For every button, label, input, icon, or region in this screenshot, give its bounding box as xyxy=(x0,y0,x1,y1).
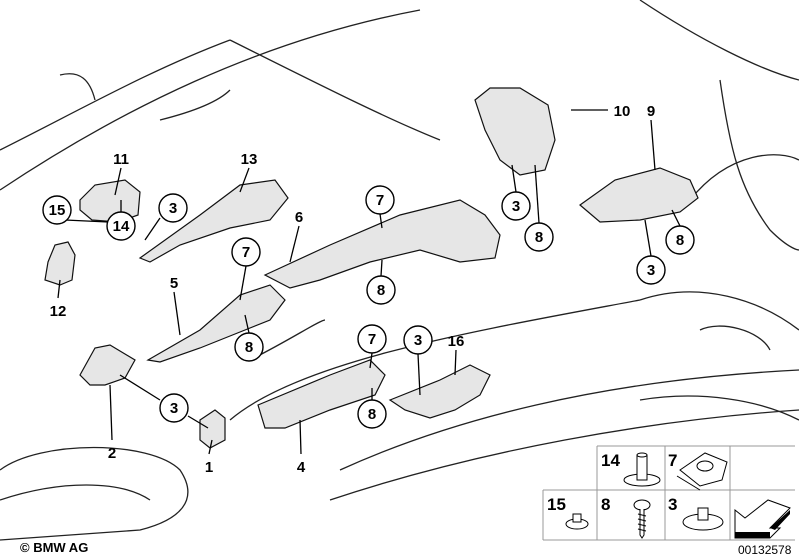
callout-7[interactable]: 7 xyxy=(365,185,395,215)
leader-lines xyxy=(57,109,681,455)
part-11[interactable] xyxy=(79,179,141,223)
label-16: 16 xyxy=(448,333,465,350)
part-5[interactable] xyxy=(146,284,286,363)
part-13[interactable] xyxy=(138,179,289,263)
callout-3[interactable]: 3 xyxy=(501,191,531,221)
svg-text:7: 7 xyxy=(376,192,384,209)
label-5: 5 xyxy=(170,275,178,292)
label-13: 13 xyxy=(241,151,258,168)
callout-14[interactable]: 14 xyxy=(106,211,136,241)
push-clip-icon xyxy=(682,507,724,531)
diagram-number: 00132578 xyxy=(738,543,792,557)
svg-text:8: 8 xyxy=(377,282,385,299)
svg-text:3: 3 xyxy=(170,400,178,417)
svg-text:8: 8 xyxy=(676,232,684,249)
svg-text:8: 8 xyxy=(245,339,253,356)
svg-text:8: 8 xyxy=(535,229,543,246)
part-2[interactable] xyxy=(79,344,136,386)
pin-icon xyxy=(623,452,661,487)
copyright-label: © BMW AG xyxy=(20,540,89,555)
direction-arrow-icon xyxy=(734,499,791,539)
label-11: 11 xyxy=(113,151,129,168)
part-4[interactable] xyxy=(257,359,386,429)
callout-3[interactable]: 3 xyxy=(636,255,666,285)
callout-3[interactable]: 3 xyxy=(159,393,189,423)
callout-7[interactable]: 7 xyxy=(231,237,261,267)
part-16[interactable] xyxy=(388,364,491,419)
callout-8[interactable]: 8 xyxy=(366,275,396,305)
car-outline xyxy=(0,0,799,541)
legend-label-7: 7 xyxy=(668,451,677,470)
svg-text:7: 7 xyxy=(368,331,376,348)
callout-8[interactable]: 8 xyxy=(234,332,264,362)
callout-3[interactable]: 3 xyxy=(158,193,188,223)
svg-text:3: 3 xyxy=(169,200,177,217)
part-labels: 11 13 10 9 6 5 12 2 1 4 16 xyxy=(50,103,656,476)
svg-text:15: 15 xyxy=(49,202,66,219)
part-1[interactable] xyxy=(199,409,226,449)
part-10[interactable] xyxy=(474,87,556,176)
svg-text:3: 3 xyxy=(512,198,520,215)
callout-7[interactable]: 7 xyxy=(357,324,387,354)
svg-text:8: 8 xyxy=(368,406,376,423)
legend-label-14: 14 xyxy=(601,451,620,470)
callouts: 15 14 3 7 8 7 8 3 8 8 3 3 7 8 3 xyxy=(42,185,695,429)
part-9[interactable] xyxy=(579,167,699,223)
legend-label-3: 3 xyxy=(668,495,677,514)
svg-text:3: 3 xyxy=(414,332,422,349)
fastener-legend: 14 7 15 8 3 xyxy=(542,445,795,541)
legend-label-15: 15 xyxy=(547,495,566,514)
label-10: 10 xyxy=(614,103,631,120)
callout-8[interactable]: 8 xyxy=(665,225,695,255)
screw-icon xyxy=(633,499,651,539)
expanding-rivet-icon xyxy=(565,513,589,530)
label-9: 9 xyxy=(647,103,655,120)
svg-text:3: 3 xyxy=(647,262,655,279)
callout-3[interactable]: 3 xyxy=(403,325,433,355)
label-6: 6 xyxy=(295,209,303,226)
callout-15[interactable]: 15 xyxy=(42,195,72,225)
svg-text:7: 7 xyxy=(242,244,250,261)
part-12[interactable] xyxy=(44,241,76,286)
svg-text:14: 14 xyxy=(113,218,130,235)
part-6[interactable] xyxy=(263,199,501,289)
label-4: 4 xyxy=(297,459,306,476)
label-1: 1 xyxy=(205,459,213,476)
parts xyxy=(44,87,699,449)
callout-8[interactable]: 8 xyxy=(357,399,387,429)
clip-nut-icon xyxy=(676,452,728,491)
callout-8[interactable]: 8 xyxy=(524,222,554,252)
label-2: 2 xyxy=(108,445,116,462)
label-12: 12 xyxy=(50,303,67,320)
legend-label-8: 8 xyxy=(601,495,610,514)
